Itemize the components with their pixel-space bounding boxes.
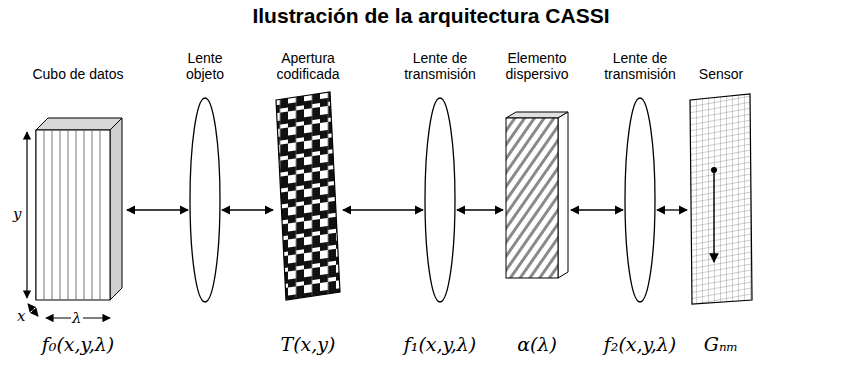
component-box: SensorGₙₘ bbox=[688, 92, 754, 306]
light-path-arrow bbox=[127, 209, 188, 210]
signal-formula: f₂(x,y,λ) bbox=[604, 333, 677, 355]
component-label: Cubo de datos bbox=[32, 66, 123, 82]
component-label: Lente de transmisión bbox=[595, 50, 685, 82]
axis-label: λ bbox=[71, 310, 83, 326]
signal-formula: f₀(x,y,λ) bbox=[42, 333, 115, 355]
sensor-array bbox=[690, 94, 752, 304]
component-box: Lente objeto bbox=[189, 97, 221, 303]
relay-lens bbox=[625, 98, 655, 302]
component-box: Lente de transmisiónf₂(x,y,λ) bbox=[624, 97, 656, 303]
component-label: Sensor bbox=[699, 66, 743, 82]
light-path-arrow bbox=[343, 209, 423, 210]
component-box: Apertura codificadaT(x,y) bbox=[274, 90, 342, 302]
component-label: Elemento dispersivo bbox=[496, 50, 578, 82]
relay-lens bbox=[425, 98, 455, 302]
dispersive-element bbox=[506, 112, 568, 278]
component-label: Lente objeto bbox=[175, 50, 235, 82]
signal-formula: f₁(x,y,λ) bbox=[404, 333, 477, 355]
light-path-arrow bbox=[571, 209, 623, 210]
component-box: Cubo de datosf₀(x,y,λ) bbox=[30, 114, 126, 306]
diagram-title: Ilustración de la arquitectura CASSI bbox=[0, 4, 862, 28]
light-path-arrow bbox=[657, 209, 687, 210]
component-box: Elemento dispersivoα(λ) bbox=[504, 110, 570, 280]
signal-formula: α(λ) bbox=[517, 333, 557, 355]
coded-aperture bbox=[276, 92, 340, 300]
axis-label: y bbox=[12, 206, 22, 222]
component-label: Lente de transmisión bbox=[395, 50, 485, 82]
objective-lens bbox=[190, 98, 220, 302]
signal-formula: Gₙₘ bbox=[704, 333, 739, 355]
signal-formula: T(x,y) bbox=[281, 333, 336, 355]
component-box: Lente de transmisiónf₁(x,y,λ) bbox=[424, 97, 456, 303]
light-path-arrow bbox=[457, 209, 503, 210]
data-cube bbox=[27, 118, 122, 318]
light-path-arrow bbox=[222, 209, 273, 210]
axis-label: x bbox=[16, 308, 26, 324]
component-label: Apertura codificada bbox=[268, 50, 348, 82]
